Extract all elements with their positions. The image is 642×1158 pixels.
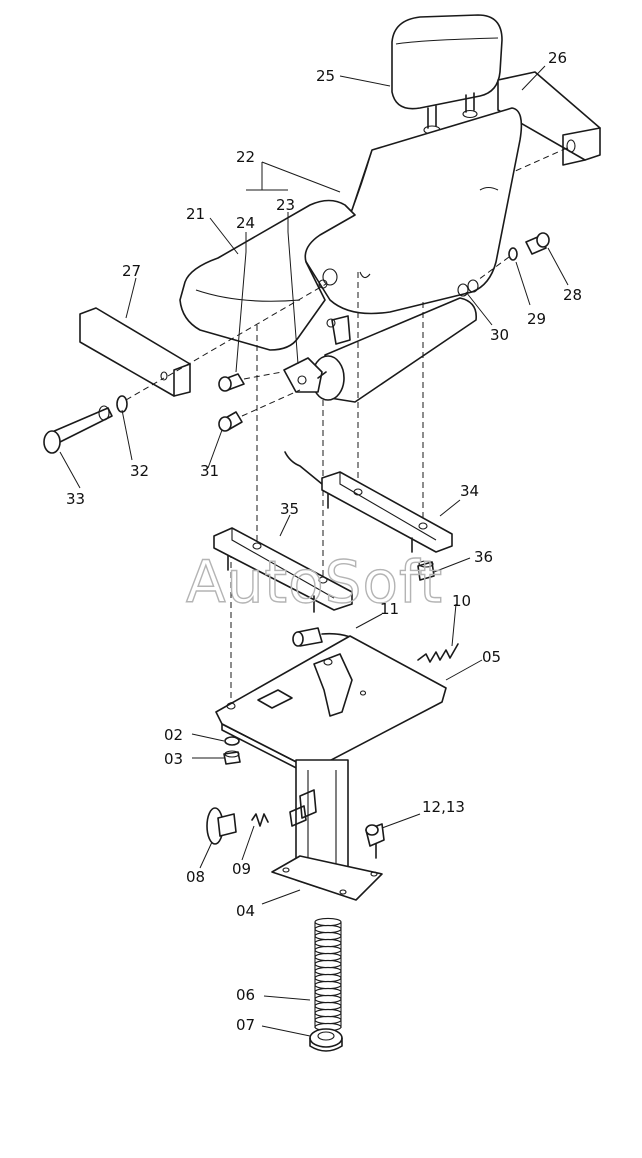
callout-04: 04 — [236, 902, 255, 920]
callout-09: 09 — [232, 860, 251, 878]
pedestal — [271, 759, 383, 901]
slide-rail-35 — [213, 527, 353, 613]
spring-coil — [314, 966, 342, 976]
callout-28: 28 — [563, 286, 582, 304]
nut-07 — [309, 1028, 343, 1052]
spring-coil — [314, 1008, 342, 1018]
callout-27: 27 — [122, 262, 141, 280]
callout-26: 26 — [548, 49, 567, 67]
mounting-plate — [215, 635, 447, 777]
callout-31: 31 — [200, 462, 219, 480]
callout-30: 30 — [490, 326, 509, 344]
headrest — [391, 14, 503, 135]
callout-32: 32 — [130, 462, 149, 480]
callout-21: 21 — [186, 205, 205, 223]
spring-coil — [314, 1001, 342, 1011]
coil-spring — [314, 917, 342, 1032]
callout-22: 22 — [236, 148, 255, 166]
nut-36 — [417, 560, 435, 581]
watermark-text: AutoSoft — [186, 548, 443, 616]
spring-coil — [314, 987, 342, 997]
callout-07: 07 — [236, 1016, 255, 1034]
callout-03: 03 — [164, 750, 183, 768]
spring-coil — [314, 994, 342, 1004]
bolt-31 — [218, 389, 301, 432]
spring-coil — [314, 952, 342, 962]
callout-12-13: 12,13 — [422, 798, 465, 816]
callout-02: 02 — [164, 726, 183, 744]
spring-outline — [314, 922, 342, 1028]
spring-coil — [314, 931, 342, 941]
callout-08: 08 — [186, 868, 205, 886]
bolt-28 — [477, 232, 550, 281]
spring-coil — [314, 917, 342, 927]
callout-10: 10 — [452, 592, 471, 610]
spring-coil — [314, 973, 342, 983]
spring-09 — [251, 813, 269, 827]
spring-coil — [314, 945, 342, 955]
spring-coil — [314, 924, 342, 934]
callout-labels: 25 26 22 21 24 23 27 28 29 30 31 32 33 3… — [66, 49, 582, 1034]
callout-06: 06 — [236, 986, 255, 1004]
bolt-24 — [218, 371, 283, 392]
callout-34: 34 — [460, 482, 479, 500]
nut-03 — [223, 750, 241, 765]
callout-05: 05 — [482, 648, 501, 666]
spring-coil — [314, 938, 342, 948]
armrest-left — [79, 283, 327, 397]
knob-08 — [206, 807, 237, 845]
callout-23: 23 — [276, 196, 295, 214]
callout-33: 33 — [66, 490, 85, 508]
spring-coil — [314, 980, 342, 990]
callout-35: 35 — [280, 500, 299, 518]
bolt-12-13 — [365, 823, 385, 859]
seat-back — [303, 107, 523, 315]
bolt-33 — [43, 377, 165, 454]
callout-36: 36 — [474, 548, 493, 566]
leader-lines — [59, 65, 569, 1037]
callout-25: 25 — [316, 67, 335, 85]
slide-rail-34 — [284, 451, 453, 553]
callout-11: 11 — [380, 600, 399, 618]
spring-10 — [417, 643, 459, 663]
spring-coil — [314, 959, 342, 969]
callout-29: 29 — [527, 310, 546, 328]
callout-24: 24 — [236, 214, 255, 232]
spring-coil — [314, 1015, 342, 1025]
seat-cushion — [179, 199, 356, 351]
washer-02 — [224, 736, 240, 746]
seat-pan-base — [283, 279, 477, 403]
